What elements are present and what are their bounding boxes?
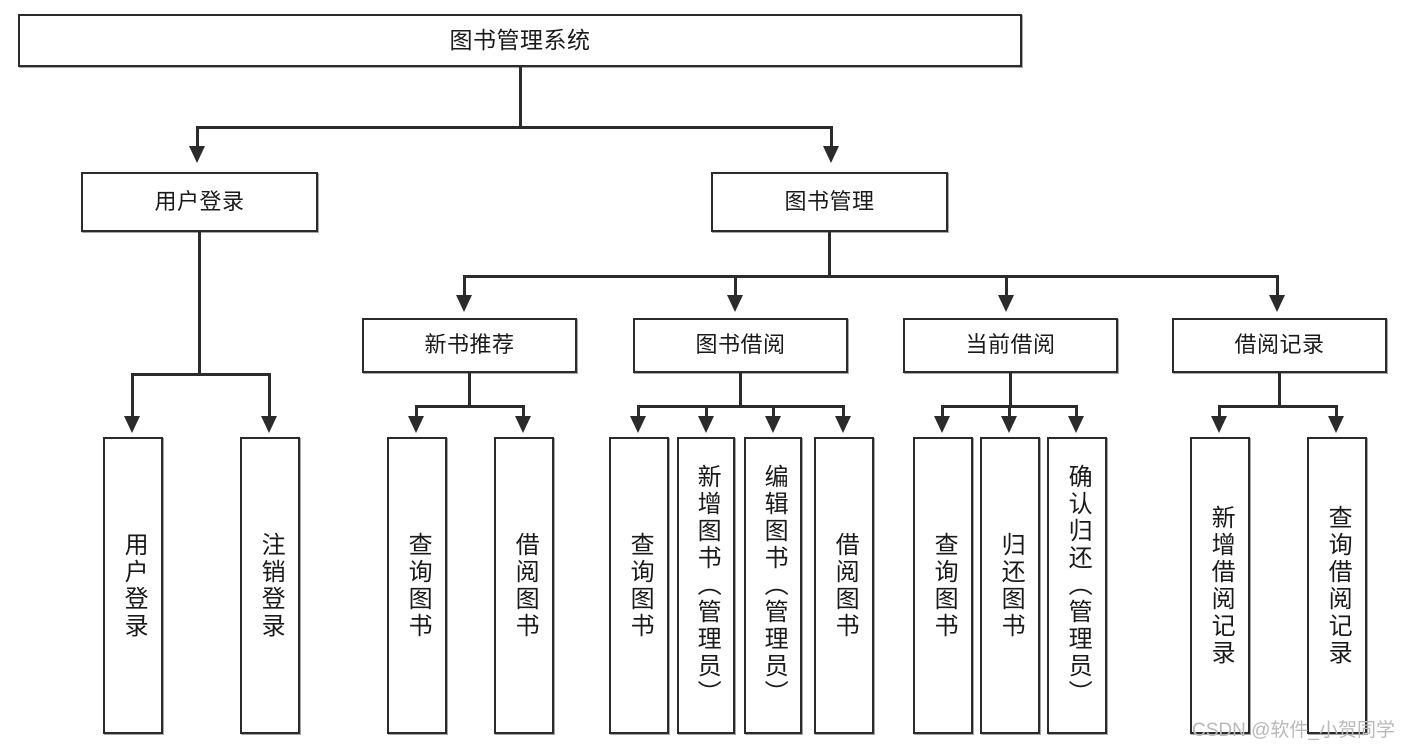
- edge-book-borrow-stem: [739, 373, 742, 405]
- node-root-system[interactable]: 图书管理系统: [18, 14, 1022, 67]
- edge-book-borrow-leaf-1: [637, 405, 640, 416]
- edge-root-stem: [519, 67, 522, 126]
- arrow-user-login-leaf-1: [124, 416, 140, 433]
- node-label: 借阅记录: [1234, 332, 1325, 358]
- edge-current-borrow-leaf-3: [1075, 405, 1078, 416]
- node-current-borrow[interactable]: 当前借阅: [903, 318, 1118, 373]
- arrow-borrow-record-leaf-1: [1211, 416, 1227, 433]
- leaf-edit-book-admin[interactable]: 编辑图书（管理员）: [744, 437, 802, 734]
- arrow-user-login-leaf-2: [261, 416, 277, 433]
- leaf-query-book-current[interactable]: 查询图书: [913, 437, 973, 734]
- node-book-management[interactable]: 图书管理: [711, 172, 948, 232]
- edge-to-book-manage: [830, 126, 833, 146]
- leaf-borrow-book-new-rec[interactable]: 借阅图书: [494, 437, 554, 734]
- node-label: 新书推荐: [424, 332, 515, 358]
- edge-level3-bus: [463, 275, 1279, 278]
- arrow-book-borrow-leaf-2: [698, 416, 714, 433]
- node-label: 用户登录: [120, 531, 148, 640]
- node-user-login[interactable]: 用户登录: [81, 172, 318, 232]
- arrow-to-user-login: [189, 146, 205, 163]
- arrow-to-current-borrow: [998, 295, 1014, 312]
- arrow-to-new-book-rec: [456, 295, 472, 312]
- edge-current-borrow-leaf-2: [1008, 405, 1011, 416]
- csdn-watermark: CSDN @软件_小贺同学: [1192, 720, 1395, 741]
- arrow-book-borrow-leaf-4: [835, 416, 851, 433]
- node-borrow-record[interactable]: 借阅记录: [1172, 318, 1387, 373]
- arrow-to-book-manage: [823, 146, 839, 163]
- edge-book-borrow-leaf-3: [772, 405, 775, 416]
- arrow-to-book-borrow: [727, 295, 743, 312]
- node-label: 新增借阅记录: [1207, 504, 1235, 667]
- node-label: 用户登录: [154, 188, 245, 214]
- arrow-current-borrow-leaf-2: [1001, 416, 1017, 433]
- node-label: 图书管理: [784, 188, 875, 214]
- arrow-book-borrow-leaf-1: [630, 416, 646, 433]
- edge-borrow-record-leaf-1: [1218, 405, 1221, 416]
- node-label: 编辑图书（管理员）: [760, 464, 788, 707]
- arrow-borrow-record-leaf-2: [1328, 416, 1344, 433]
- node-label: 查询借阅记录: [1324, 504, 1352, 667]
- edge-new-book-rec-leaf-1: [415, 405, 418, 416]
- node-label: 确认归还（管理员）: [1064, 464, 1092, 707]
- edge-borrow-record-bus: [1218, 405, 1338, 408]
- leaf-borrow-book-borrow[interactable]: 借阅图书: [814, 437, 874, 734]
- edge-new-book-rec-leaf-2: [522, 405, 525, 416]
- node-book-borrow[interactable]: 图书借阅: [633, 318, 848, 373]
- node-label: 借阅图书: [831, 531, 859, 640]
- leaf-query-book-borrow[interactable]: 查询图书: [609, 437, 669, 734]
- node-label: 归还图书: [997, 531, 1025, 640]
- node-label: 图书借阅: [695, 332, 786, 358]
- arrow-book-borrow-leaf-3: [765, 416, 781, 433]
- edge-book-borrow-bus: [637, 405, 845, 408]
- arrow-new-book-rec-leaf-2: [515, 416, 531, 433]
- node-label: 新增图书（管理员）: [693, 464, 721, 707]
- node-label: 查询图书: [930, 531, 958, 640]
- leaf-logout[interactable]: 注销登录: [240, 437, 300, 734]
- edge-borrow-record-leaf-2: [1335, 405, 1338, 416]
- node-label: 查询图书: [626, 531, 654, 640]
- node-label: 借阅图书: [511, 531, 539, 640]
- leaf-user-login[interactable]: 用户登录: [103, 437, 163, 734]
- edge-user-login-leaf-1: [131, 373, 134, 416]
- leaf-query-book-new-rec[interactable]: 查询图书: [387, 437, 447, 734]
- edge-new-book-rec-stem: [468, 373, 471, 405]
- arrow-current-borrow-leaf-1: [934, 416, 950, 433]
- edge-to-book-borrow: [734, 275, 737, 295]
- leaf-confirm-return-admin[interactable]: 确认归还（管理员）: [1047, 437, 1107, 734]
- arrow-to-borrow-record: [1269, 295, 1285, 312]
- leaf-add-borrow-record[interactable]: 新增借阅记录: [1190, 437, 1250, 734]
- arrow-new-book-rec-leaf-1: [408, 416, 424, 433]
- edge-to-current-borrow: [1005, 275, 1008, 295]
- edge-current-borrow-leaf-1: [941, 405, 944, 416]
- edge-current-borrow-stem: [1009, 373, 1012, 405]
- edge-user-login-stem: [198, 232, 201, 373]
- leaf-query-borrow-record[interactable]: 查询借阅记录: [1307, 437, 1367, 734]
- node-label: 当前借阅: [965, 332, 1056, 358]
- node-new-book-recommend[interactable]: 新书推荐: [362, 318, 577, 373]
- edge-level2-bus: [196, 126, 833, 129]
- arrow-current-borrow-leaf-3: [1068, 416, 1084, 433]
- edge-to-user-login: [196, 126, 199, 146]
- leaf-add-book-admin[interactable]: 新增图书（管理员）: [677, 437, 735, 734]
- edge-book-manage-stem: [828, 232, 831, 275]
- edge-to-borrow-record: [1276, 275, 1279, 295]
- edge-book-borrow-leaf-4: [842, 405, 845, 416]
- edge-to-new-book-rec: [463, 275, 466, 295]
- edge-borrow-record-stem: [1278, 373, 1281, 405]
- node-label: 图书管理系统: [449, 26, 591, 53]
- leaf-return-book[interactable]: 归还图书: [980, 437, 1040, 734]
- edge-new-book-rec-bus: [415, 405, 525, 408]
- node-label: 注销登录: [257, 531, 285, 640]
- edge-user-login-leaf-2: [268, 373, 271, 416]
- edge-book-borrow-leaf-2: [705, 405, 708, 416]
- edge-user-login-bus: [131, 373, 271, 376]
- node-label: 查询图书: [404, 531, 432, 640]
